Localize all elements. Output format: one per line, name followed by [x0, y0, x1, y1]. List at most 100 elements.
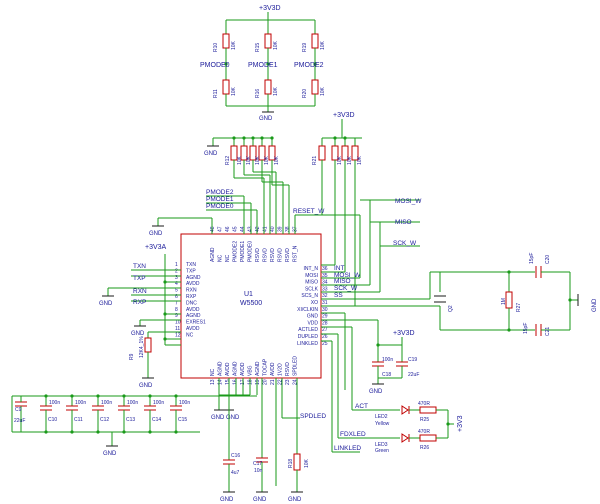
- left-pin-num: 10: [175, 320, 181, 326]
- c20-ref: C20: [545, 255, 551, 264]
- bypass-cap-ref: C14: [152, 417, 161, 423]
- bypass-cap-ref: C11: [74, 417, 83, 423]
- net-pmode2: PMODE2: [206, 189, 234, 196]
- bypass-cap-ref: C13: [126, 417, 135, 423]
- top-pin-num: 39: [278, 226, 284, 232]
- r14-val: 10K: [255, 155, 261, 165]
- left-pin-name: RXN: [186, 288, 197, 294]
- r17-val: 10K: [264, 155, 270, 165]
- c20-val: 15pF: [529, 253, 535, 264]
- left-pin-name: EXRES1: [186, 320, 206, 326]
- right-pin-num: 25: [322, 341, 328, 347]
- top-pin-name: NC: [225, 254, 231, 262]
- top-pin-name: PMODE1: [240, 241, 246, 262]
- left-pin-name: TXP: [186, 268, 196, 274]
- bottom-pin-num: 21: [270, 379, 276, 385]
- left-pin-num: 1: [175, 262, 178, 268]
- top-pin-num: 44: [240, 226, 246, 232]
- net-mosi: MOSI_W: [395, 198, 422, 205]
- top-pin-name: NC: [218, 254, 224, 262]
- gnd-agnd3: GND: [99, 301, 113, 307]
- gnd-crystal: GND: [592, 298, 598, 312]
- right-pin-num: 28: [322, 320, 328, 326]
- left-pin-num: 9: [175, 313, 178, 319]
- top-pin-name: PMODE2: [233, 241, 239, 262]
- gnd-bypass: GND: [103, 451, 117, 457]
- r19-val: 10K: [320, 40, 326, 50]
- c17-ref: C17: [253, 461, 262, 467]
- r11-val: 10K: [231, 86, 237, 96]
- top-pin-num: 41: [263, 226, 269, 232]
- net-txn: TXN: [133, 263, 146, 270]
- c18-val: 100n: [382, 357, 393, 363]
- net-txp: TXP: [133, 275, 146, 282]
- bottom-pin-name: AVDD: [240, 362, 246, 376]
- c9-ref: C9: [15, 407, 22, 413]
- left-pin-name: RXP: [186, 294, 197, 300]
- c19-val: 22uF: [408, 372, 419, 378]
- r9-ref: R9: [129, 353, 135, 360]
- right-pin-num: 26: [322, 334, 328, 340]
- gnd-c16: GND: [220, 497, 234, 503]
- led2-ref: LED2: [375, 414, 388, 420]
- gnd-bottom-1: GND: [211, 415, 225, 421]
- r26-ref: R26: [420, 445, 429, 451]
- r25-ref: R25: [420, 417, 429, 423]
- bypass-cap-ref: C10: [48, 417, 57, 423]
- left-pin-name: AVDD: [186, 307, 200, 313]
- r10-ref: R10: [213, 43, 219, 52]
- top-pin-num: 45: [233, 226, 239, 232]
- gnd-r18: GND: [288, 497, 302, 503]
- r13-val: 10K: [246, 155, 252, 165]
- net-ss: SS: [334, 292, 343, 299]
- bottom-pin-name: AGND: [255, 361, 261, 376]
- left-pin-name: AVDD: [186, 281, 200, 287]
- right-pin-name: MOSI: [305, 273, 318, 279]
- resistor-r19: [311, 33, 319, 49]
- right-pin-name: DUPLED: [298, 334, 319, 340]
- bottom-pin-name: VBG: [248, 365, 254, 376]
- crystal-network: Q2 1M R27 15pF C20 15pF C21 GND: [321, 253, 598, 336]
- r18-val: 10K: [274, 155, 280, 165]
- top-pin-num: 48: [210, 226, 216, 232]
- net-sck-right: SCK_W: [334, 285, 358, 292]
- r20-ref: R20: [302, 89, 308, 98]
- bypass-cap-ref: C12: [100, 417, 109, 423]
- bottom-wiring: GND GND GND C16 4u7 GND C17 10n SPDLED G…: [211, 378, 326, 503]
- bottom-pin-name: SPDLED: [293, 356, 299, 376]
- right-pin-num: 29: [322, 314, 328, 320]
- right-pin-name: SCLK: [305, 286, 319, 292]
- resistor-r16: [264, 79, 272, 95]
- right-pin-name: LINKLED: [297, 341, 318, 347]
- top-pin-name: RSVD: [278, 248, 284, 262]
- right-pin-num: 35: [322, 273, 328, 279]
- led3-ref: LED3: [375, 442, 388, 448]
- right-pin-name: ACTLED: [298, 327, 318, 333]
- r16-val: 10K: [273, 86, 279, 96]
- c19-ref: C19: [408, 357, 417, 363]
- r9-val: 12K4_1%: [139, 336, 145, 358]
- bottom-pin-num: 14: [218, 379, 224, 385]
- u1-ref: U1: [244, 291, 253, 298]
- left-side-nets: +3V3A TXN TXP GND RXN RXP GND GND R9 12K…: [99, 244, 181, 389]
- pullup-bank-right: +3V3D R21 10K 10K 10K: [312, 112, 363, 300]
- right-pin-name: INT_N: [304, 266, 319, 272]
- top-pin-num: 40: [270, 226, 276, 232]
- pmode-network: +3V3D R10 10K R15 10K R19 10K PMODE0 PMO…: [200, 5, 326, 122]
- gnd-c17: GND: [253, 497, 267, 503]
- right-pin-name: SCS_N: [301, 293, 318, 299]
- led-network: ACT FDXLED LINKLED LED2 Yellow 470R R25 …: [321, 326, 464, 454]
- net-act: ACT: [355, 403, 368, 410]
- r15-val: 10K: [273, 40, 279, 50]
- gnd-pullup: GND: [204, 151, 218, 157]
- r25-val: 470R: [418, 401, 430, 407]
- resistor-r15: [264, 33, 272, 49]
- net-pmode0: PMODE0: [206, 203, 234, 210]
- pullup-bank-left: GND R12 10K 10K 10K 10K 10K: [204, 136, 280, 185]
- r26-val: 470R: [418, 429, 430, 435]
- r19-ref: R19: [302, 43, 308, 52]
- c18-ref: C18: [382, 372, 391, 378]
- bottom-pin-name: 1V2O: [278, 363, 284, 376]
- q2-ref: Q2: [448, 305, 454, 312]
